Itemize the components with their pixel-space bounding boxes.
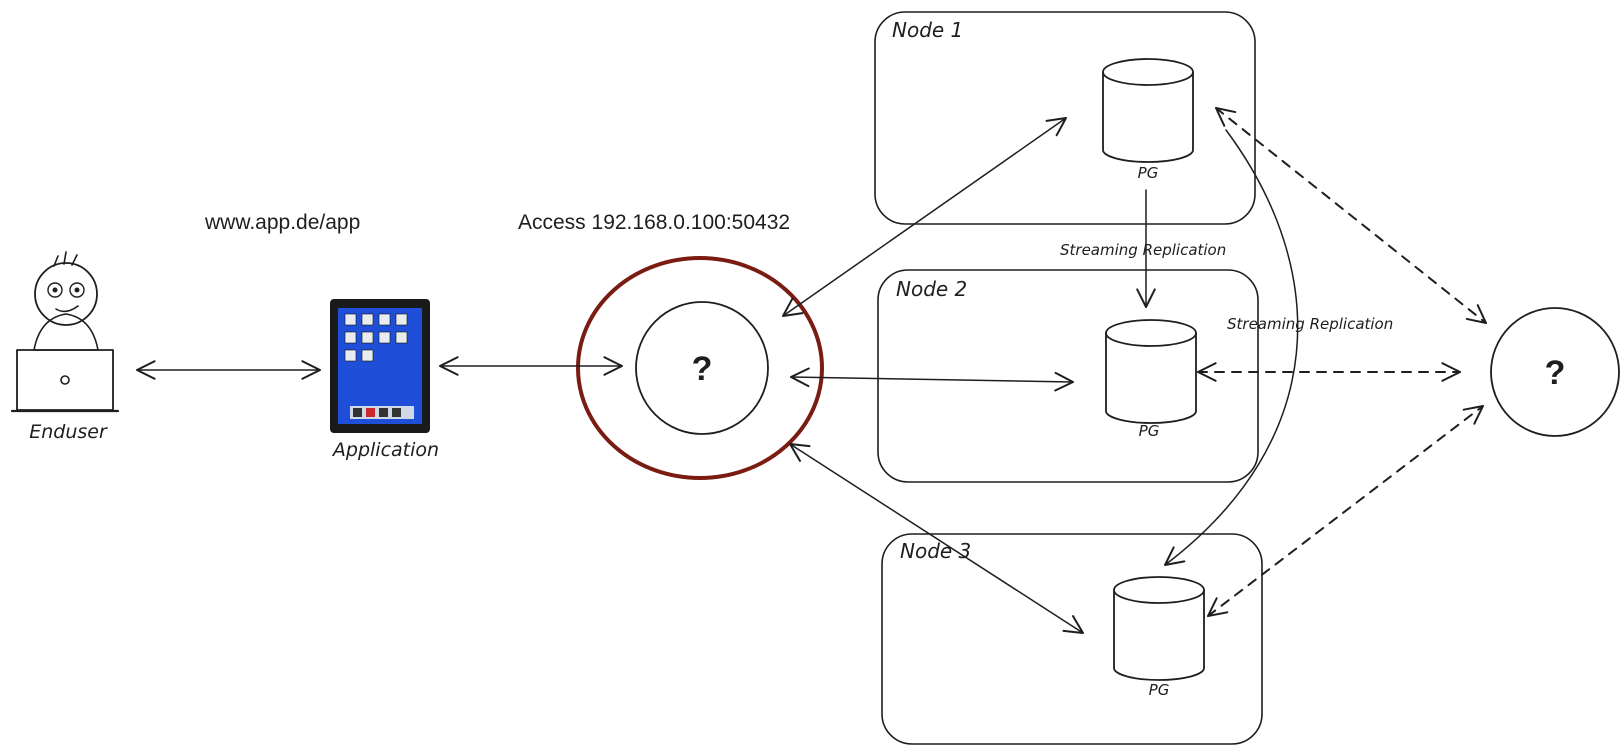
replication-label-1: Streaming Replication bbox=[1060, 241, 1226, 259]
arbiter-connections bbox=[1197, 107, 1487, 617]
access-label: Access 192.168.0.100:50432 bbox=[518, 211, 790, 234]
arrow-proxy-node2 bbox=[790, 367, 1074, 392]
database-icon: PG bbox=[1102, 58, 1194, 182]
tablet-icon bbox=[330, 299, 430, 433]
node-2-box: Node 2 bbox=[877, 269, 1259, 483]
node-3-box: Node 3 bbox=[881, 533, 1263, 745]
laptop-icon bbox=[10, 349, 120, 413]
database-icon: PG bbox=[1113, 576, 1205, 699]
node-3-title: Node 3 bbox=[900, 539, 971, 563]
db-2-label: PG bbox=[1139, 422, 1160, 440]
db-3-label: PG bbox=[1149, 681, 1170, 699]
url-label: www.app.de/app bbox=[204, 211, 360, 234]
enduser-label: Enduser bbox=[29, 421, 108, 443]
arbiter-question-mark: ? bbox=[1545, 354, 1566, 392]
dashed-arrow-node1-arbiter bbox=[1215, 107, 1487, 324]
person-icon bbox=[33, 251, 99, 351]
node-1-title: Node 1 bbox=[892, 18, 963, 42]
db-1-label: PG bbox=[1138, 164, 1159, 182]
dashed-arrow-node3-arbiter bbox=[1207, 405, 1484, 617]
proxy-node: ? bbox=[576, 256, 824, 480]
arrow-proxy-node1 bbox=[782, 117, 1067, 317]
arrow-proxy-node3 bbox=[789, 443, 1084, 634]
node-2-title: Node 2 bbox=[896, 277, 967, 301]
arrow-replication-node1-node3 bbox=[1164, 129, 1299, 566]
replication-label-2: Streaming Replication bbox=[1227, 315, 1393, 333]
proxy-question-mark: ? bbox=[692, 350, 713, 388]
connections bbox=[136, 117, 1299, 634]
arbiter-node: ? bbox=[1490, 307, 1620, 437]
application-label: Application bbox=[331, 439, 439, 461]
database-icon: PG bbox=[1105, 319, 1197, 440]
